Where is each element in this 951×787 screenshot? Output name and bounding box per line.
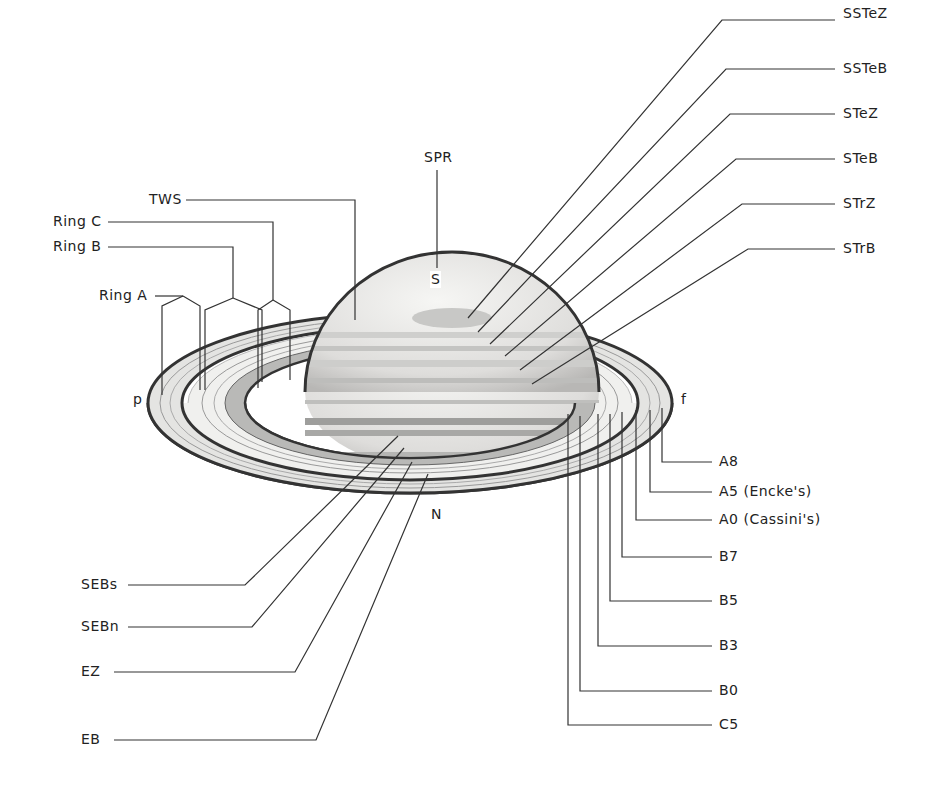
band-label: SEBn bbox=[80, 618, 120, 635]
division-label: C5 bbox=[718, 716, 740, 733]
ring-label: Ring C bbox=[52, 213, 103, 230]
band-label: SSTeZ bbox=[842, 5, 889, 22]
ring-label: Ring A bbox=[98, 287, 148, 304]
feature-label: TWS bbox=[148, 191, 183, 208]
division-label: A5 (Encke's) bbox=[718, 483, 813, 500]
band-label: SSTeB bbox=[842, 60, 889, 77]
leader-lines bbox=[108, 20, 835, 740]
division-label: B3 bbox=[718, 637, 740, 654]
band-label: STeB bbox=[842, 150, 879, 167]
ring-label: Ring B bbox=[52, 238, 102, 255]
band-label: EB bbox=[80, 731, 101, 748]
division-label: A0 (Cassini's) bbox=[718, 511, 822, 528]
band-label: STrZ bbox=[842, 195, 877, 212]
band-label: STrB bbox=[842, 240, 877, 257]
direction-label: S bbox=[430, 271, 441, 288]
division-label: B0 bbox=[718, 682, 740, 699]
direction-label: p bbox=[132, 391, 143, 408]
band-label: STeZ bbox=[842, 105, 879, 122]
division-label: B5 bbox=[718, 592, 740, 609]
band-label: EZ bbox=[80, 663, 101, 680]
ring-front bbox=[148, 403, 672, 493]
direction-label: N bbox=[430, 506, 443, 523]
division-label: A8 bbox=[718, 453, 739, 470]
region-label: SPR bbox=[423, 149, 454, 166]
direction-label: f bbox=[680, 391, 687, 408]
division-label: B7 bbox=[718, 548, 740, 565]
band-label: SEBs bbox=[80, 576, 119, 593]
